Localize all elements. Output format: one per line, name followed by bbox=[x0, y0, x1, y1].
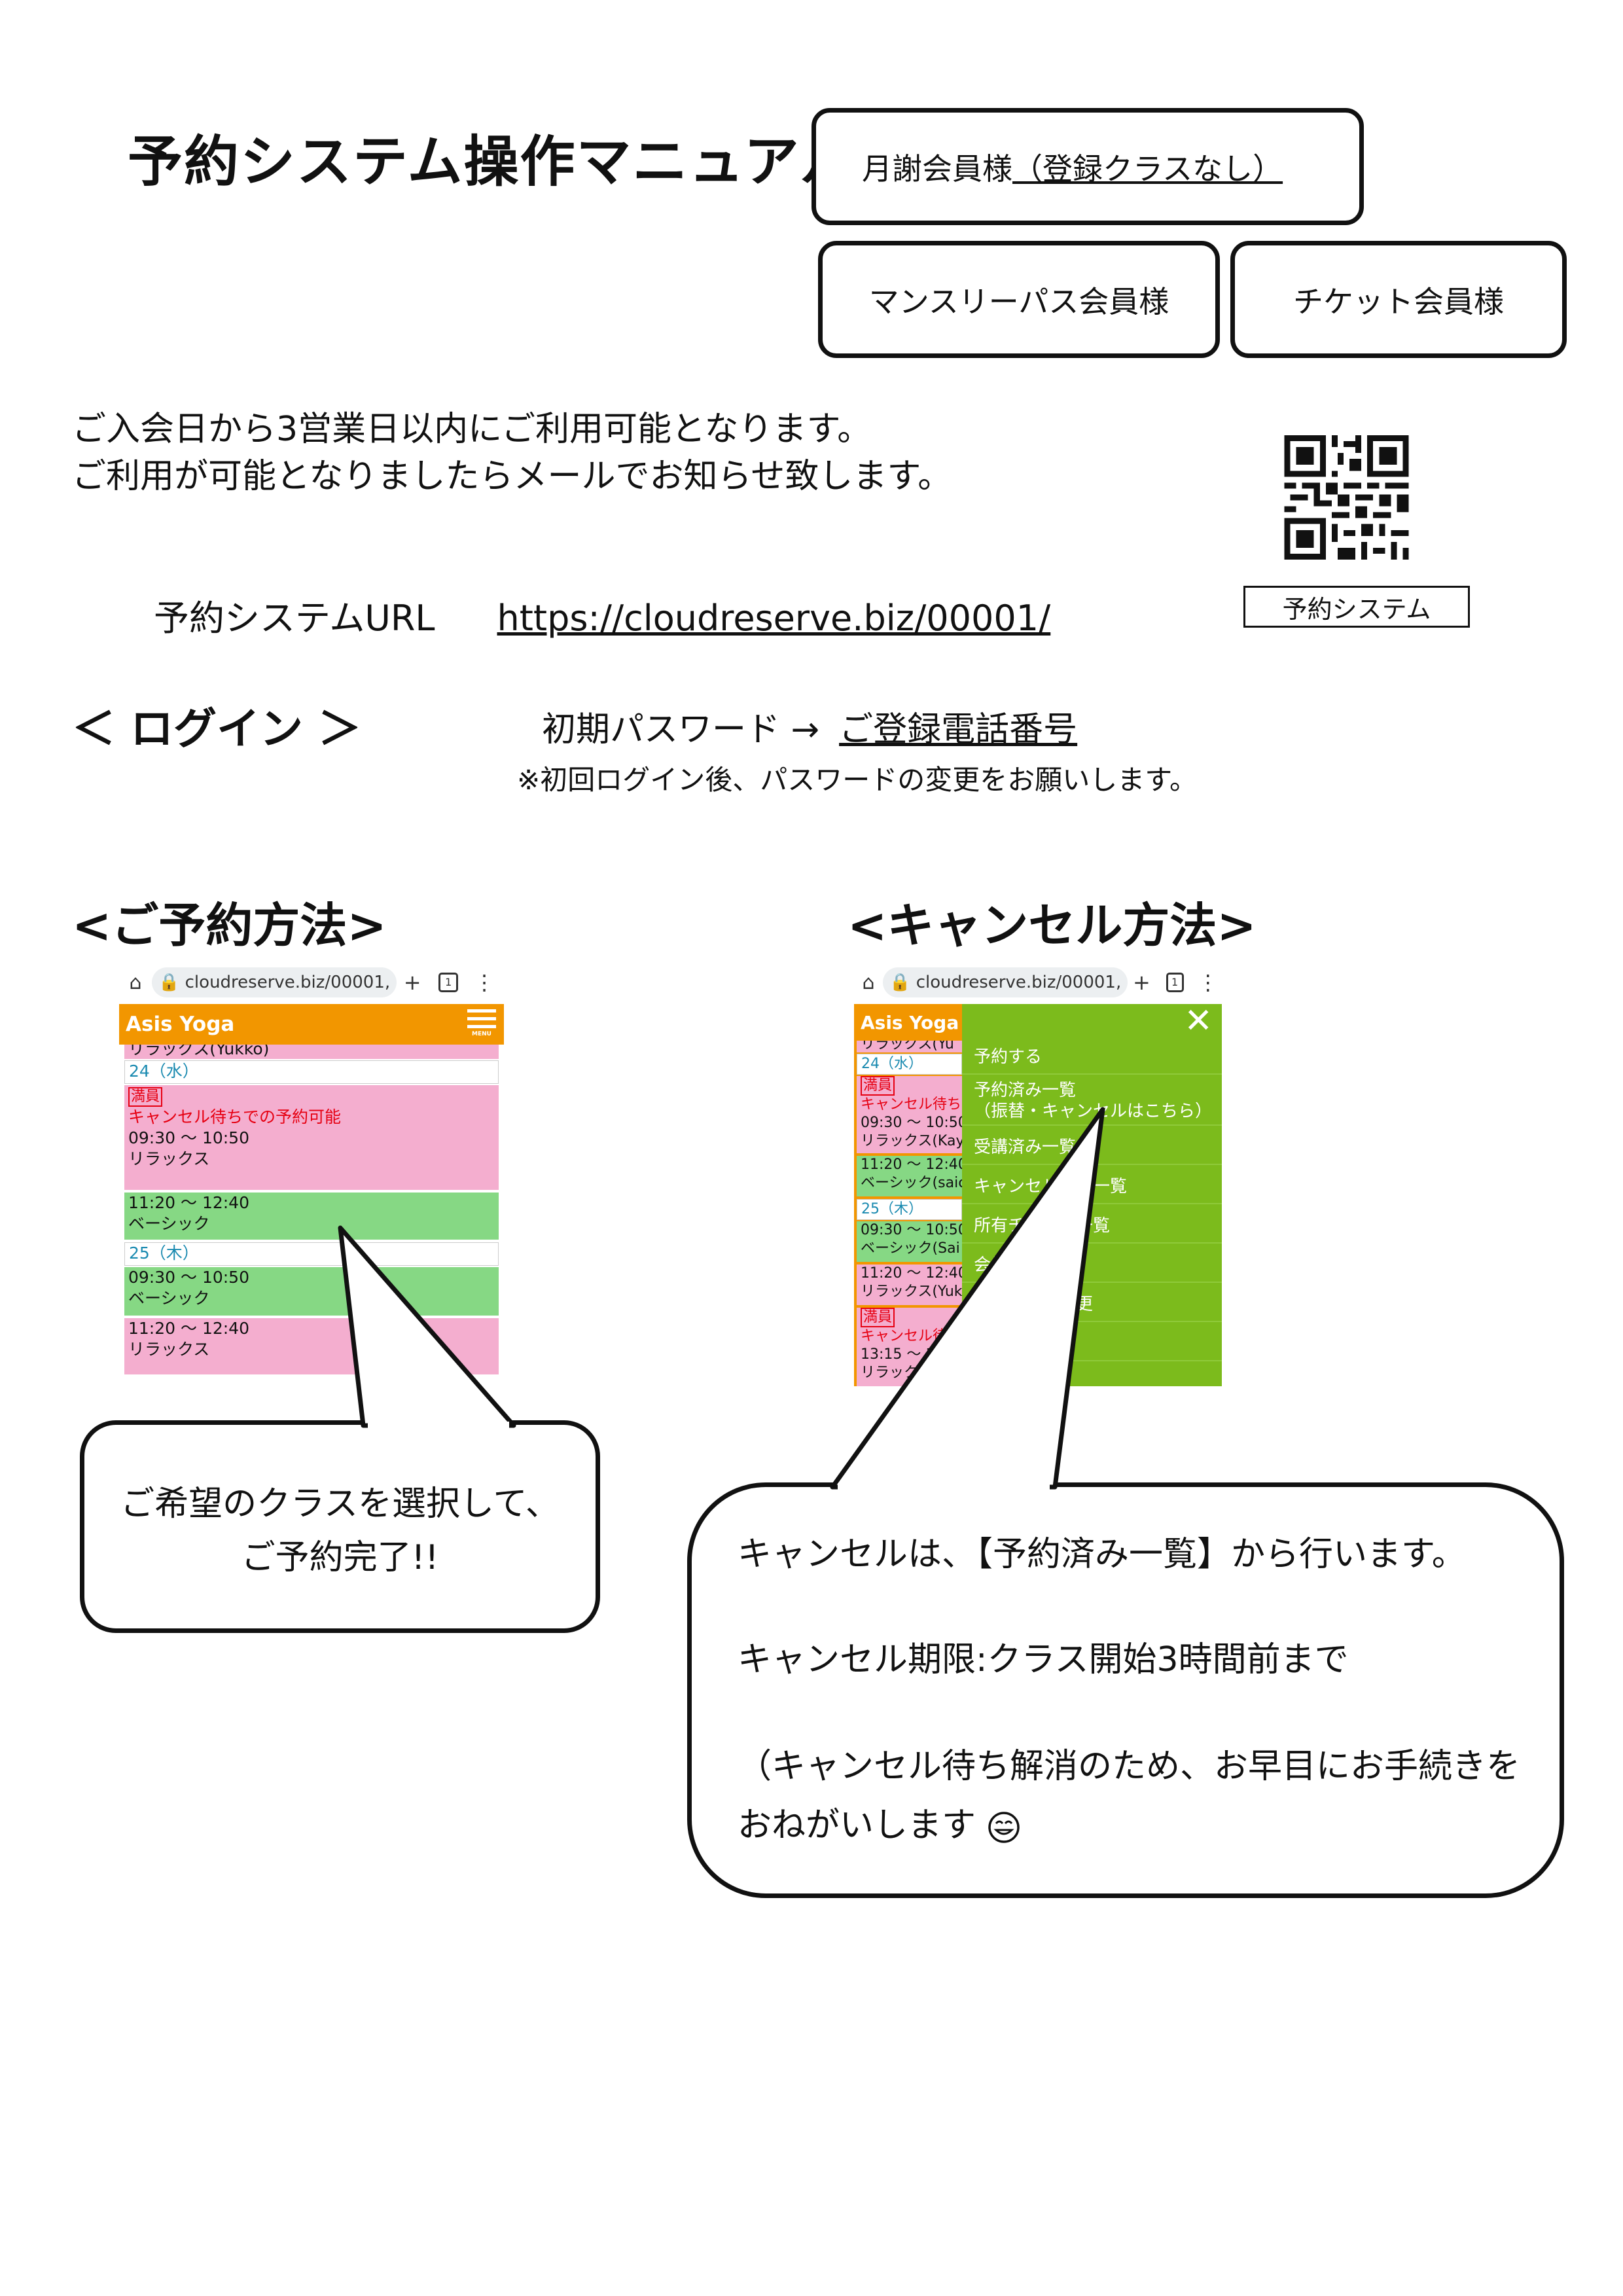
system-url-link[interactable]: https://cloudreserve.biz/00001/ bbox=[497, 598, 1051, 639]
reserve-callout: ご希望のクラスを選択して、 ご予約完了!! bbox=[80, 1420, 600, 1633]
app-name: Asis Yoga bbox=[861, 1011, 959, 1033]
member-type-ticket: チケット会員様 bbox=[1230, 241, 1567, 358]
close-icon[interactable]: ✕ bbox=[1184, 1001, 1213, 1041]
home-icon[interactable]: ⌂ bbox=[129, 971, 142, 994]
day-header: 25（木） bbox=[124, 1242, 499, 1266]
menu-item-reserved-list[interactable]: 予約済み一覧 （振替・キャンセルはこちら） bbox=[962, 1076, 1222, 1126]
reserve-callout-line-1: ご希望のクラスを選択して、 bbox=[120, 1484, 560, 1524]
initial-password-value: ご登録電話番号 bbox=[839, 710, 1078, 749]
class-slot[interactable]: 11:20 ～ 12:40 リラックス(Yuk bbox=[857, 1265, 962, 1305]
menu-label: MENU bbox=[472, 1031, 491, 1037]
reserve-callout-pointer bbox=[338, 1225, 516, 1428]
login-heading: ＜ ログイン ＞ bbox=[72, 704, 361, 754]
reservation-screenshot: ⌂ 🔒 cloudreserve.biz/00001, + 1 ⋮ Asis Y… bbox=[119, 961, 504, 1374]
reserve-callout-line-2: ご予約完了!! bbox=[241, 1538, 439, 1577]
class-slot-full[interactable]: 満員 キャンセル待ち 09:30 ～ 10:50 リラックス(Kay bbox=[857, 1076, 962, 1153]
cancel-callout: キャンセルは、【予約済み一覧】から行います。 キャンセル期限:クラス開始3時間前… bbox=[687, 1482, 1564, 1898]
member-type-monthly-label: 月謝会員様 bbox=[862, 151, 1012, 187]
tab-count[interactable]: 1 bbox=[438, 973, 459, 992]
intro-line-2: ご利用が可能となりましたらメールでお知らせ致します。 bbox=[72, 457, 952, 496]
full-badge: 満員 bbox=[128, 1087, 163, 1107]
class-slot[interactable]: 11:20 ～ 12:40 ベーシック bbox=[124, 1193, 499, 1240]
partial-slot[interactable]: リラックス(Yu bbox=[857, 1041, 962, 1052]
home-icon[interactable]: ⌂ bbox=[862, 971, 875, 994]
cancel-callout-line-1: キャンセルは、【予約済み一覧】から行います。 bbox=[738, 1535, 1466, 1574]
slot-time: 11:20 ～ 12:40 bbox=[861, 1265, 962, 1282]
app-header: Asis Yoga MENU bbox=[119, 1004, 504, 1045]
initial-password-label: 初期パスワード → bbox=[542, 710, 820, 749]
menu-item-reserved-list-label: 予約済み一覧 bbox=[974, 1081, 1077, 1100]
slot-time: 11:20 ～ 12:40 bbox=[861, 1157, 962, 1173]
waitlist-text: キャンセル待ち bbox=[861, 1096, 962, 1113]
browser-toolbar: ⌂ 🔒 cloudreserve.biz/00001, + 1 ⋮ bbox=[119, 961, 504, 1004]
address-bar[interactable]: 🔒 cloudreserve.biz/00001, bbox=[883, 967, 1128, 997]
cancel-callout-line-3: （キャンセル待ち解消のため、お早目にお手続きを bbox=[738, 1747, 1521, 1786]
intro-line-1: ご入会日から3営業日以内にご利用可能となります。 bbox=[72, 410, 872, 449]
system-url-row: 予約システムURL https://cloudreserve.biz/00001/ bbox=[154, 589, 1050, 641]
reserve-heading: <ご予約方法> bbox=[72, 898, 387, 953]
initial-password: 初期パスワード → ご登録電話番号 bbox=[542, 702, 1077, 751]
address-text: cloudreserve.biz/00001, bbox=[185, 973, 391, 992]
password-change-note: ※初回ログイン後、パスワードの変更をお願いします。 bbox=[517, 764, 1197, 796]
day-header: 25（木） bbox=[857, 1199, 962, 1220]
cancel-callout-line-4: おねがいします bbox=[738, 1806, 976, 1845]
cancel-callout-pointer bbox=[830, 1107, 1105, 1490]
slot-class: ベーシック bbox=[128, 1214, 210, 1233]
member-type-monthly-pass: マンスリーパス会員様 bbox=[818, 241, 1220, 358]
system-url-label: 予約システムURL bbox=[154, 598, 435, 639]
slot-time: 09:30 ～ 10:50 bbox=[128, 1268, 249, 1287]
slot-class: リラックス(Kay bbox=[861, 1133, 962, 1149]
smile-icon bbox=[988, 1812, 1020, 1843]
class-slot-full[interactable]: 満員 キャンセル待ちでの予約可能 09:30 ～ 10:50 リラックス bbox=[124, 1085, 499, 1190]
qr-code bbox=[1284, 435, 1409, 560]
menu-item-reserved-list-sub: （振替・キャンセルはこちら） bbox=[974, 1102, 1213, 1121]
member-type-monthly-note: （登録クラスなし） bbox=[1012, 151, 1283, 187]
slot-time: 09:30 ～ 10:50 bbox=[861, 1115, 962, 1131]
cancellation-screenshot: ⌂ 🔒 cloudreserve.biz/00001, + 1 ⋮ Asis Y… bbox=[854, 961, 1222, 1386]
app-header: Asis Yoga bbox=[854, 1004, 969, 1041]
partial-slot[interactable]: リラックス(Yukko) bbox=[124, 1045, 499, 1059]
more-icon[interactable]: ⋮ bbox=[1197, 970, 1219, 995]
address-text: cloudreserve.biz/00001, bbox=[916, 973, 1122, 992]
qr-label: 予約システム bbox=[1243, 586, 1470, 628]
browser-toolbar: ⌂ 🔒 cloudreserve.biz/00001, + 1 ⋮ bbox=[854, 961, 1222, 1004]
member-type-monthly: 月謝会員様（登録クラスなし） bbox=[812, 108, 1364, 225]
slot-time: 09:30 ～ 10:50 bbox=[861, 1222, 962, 1238]
new-tab-icon[interactable]: + bbox=[403, 970, 421, 995]
slot-time: 09:30 ～ 10:50 bbox=[128, 1128, 249, 1147]
slot-class: ベーシック(saic bbox=[861, 1175, 962, 1191]
cancel-callout-note: （キャンセル待ち解消のため、お早目にお手続きを おねがいします bbox=[738, 1737, 1560, 1855]
new-tab-icon[interactable]: + bbox=[1132, 970, 1150, 995]
app-name: Asis Yoga bbox=[126, 1013, 235, 1036]
tab-count[interactable]: 1 bbox=[1166, 973, 1184, 992]
day-header: 24（水） bbox=[857, 1054, 962, 1075]
slot-class: ベーシック(Sai bbox=[861, 1240, 960, 1257]
menu-icon[interactable]: MENU bbox=[467, 1009, 496, 1037]
cancel-callout-line-2: キャンセル期限:クラス開始3時間前まで bbox=[738, 1640, 1349, 1679]
cancel-heading: <キャンセル方法> bbox=[847, 898, 1257, 953]
slot-class: リラックス bbox=[128, 1149, 210, 1168]
lock-icon: 🔒 bbox=[889, 973, 911, 992]
lock-icon: 🔒 bbox=[158, 973, 180, 992]
day-header: 24（水） bbox=[124, 1060, 499, 1084]
address-bar[interactable]: 🔒 cloudreserve.biz/00001, bbox=[152, 967, 397, 997]
class-slot[interactable]: 11:20 ～ 12:40 ベーシック(saic bbox=[857, 1156, 962, 1196]
full-badge: 満員 bbox=[861, 1076, 895, 1096]
menu-item-reserve[interactable]: 予約する bbox=[962, 1037, 1222, 1075]
more-icon[interactable]: ⋮ bbox=[474, 970, 495, 995]
page-title: 予約システム操作マニュアル bbox=[128, 130, 856, 194]
class-slot[interactable]: 11:20 ～ 12:40 リラックス bbox=[124, 1318, 499, 1374]
intro-text: ご入会日から3営業日以内にご利用可能となります。 ご利用が可能となりましたらメー… bbox=[72, 406, 952, 500]
waitlist-text: キャンセル待ちでの予約可能 bbox=[128, 1107, 342, 1126]
slot-time: 11:20 ～ 12:40 bbox=[128, 1193, 249, 1212]
full-badge: 満員 bbox=[861, 1308, 895, 1327]
slot-class: リラックス bbox=[128, 1340, 210, 1359]
class-slot[interactable]: 09:30 ～ 10:50 ベーシック(Sai bbox=[857, 1221, 962, 1262]
slot-class: ベーシック bbox=[128, 1289, 210, 1308]
slot-time: 11:20 ～ 12:40 bbox=[128, 1319, 249, 1338]
class-slot[interactable]: 09:30 ～ 10:50 ベーシック bbox=[124, 1267, 499, 1316]
slot-class: リラックス(Yuk bbox=[861, 1283, 962, 1300]
